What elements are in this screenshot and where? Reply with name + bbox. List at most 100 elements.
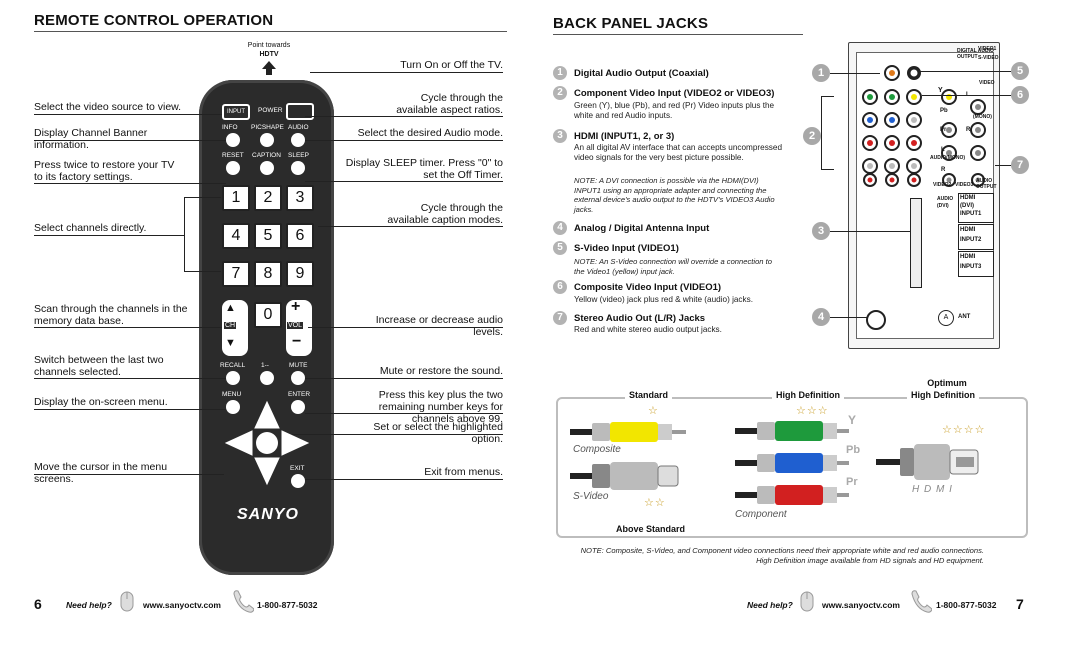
- callout-info: Display Channel Banner information.: [34, 127, 148, 151]
- component-y-label: Y: [848, 413, 857, 427]
- panel-hdmi2-label: HDMI: [960, 227, 976, 233]
- callout-line: [305, 413, 503, 414]
- callout-line: [34, 114, 222, 115]
- item-body: Green (Y), blue (Pb), and red (Pr) Video…: [574, 101, 775, 120]
- key-9[interactable]: 9: [286, 261, 314, 287]
- svideo-label: S-Video: [573, 491, 609, 502]
- panel-audio-output-label: AUDIO OUTPUT: [976, 178, 997, 190]
- key-4[interactable]: 4: [222, 223, 250, 249]
- item-number: 1: [553, 66, 567, 80]
- panel-svideo-label: S-VIDEO: [978, 55, 999, 61]
- page-title-jacks: BACK PANEL JACKS: [553, 15, 709, 32]
- panel-video1-label: VIDEO1: [978, 46, 997, 52]
- picshape-button[interactable]: [260, 133, 274, 147]
- power-button[interactable]: [286, 103, 314, 120]
- phone-icon: [233, 590, 254, 613]
- composite-label: Composite: [573, 444, 621, 455]
- arrow-up-icon: [262, 61, 276, 75]
- audio-button[interactable]: [291, 133, 305, 147]
- key-3[interactable]: 3: [286, 185, 314, 211]
- item-title: Analog / Digital Antenna Input: [574, 223, 710, 234]
- callout-line: [830, 317, 868, 318]
- website-left[interactable]: www.sanyoctv.com: [143, 600, 221, 610]
- hdmi-label: H D M I: [912, 484, 953, 495]
- key-1[interactable]: 1: [222, 185, 250, 211]
- standard-label: Standard: [625, 390, 673, 400]
- item-title: Component Video Input (VIDEO2 or VIDEO3): [574, 88, 775, 99]
- picshape-label: PICSHAPE: [251, 124, 284, 131]
- dpad[interactable]: [222, 398, 312, 488]
- panel-r-label: R: [966, 127, 971, 133]
- panel-input3-label: INPUT3: [960, 264, 982, 270]
- mouse-icon: [800, 591, 814, 612]
- callout-reset: Press twice to restore your TV to its fa…: [34, 159, 175, 183]
- info-button[interactable]: [226, 133, 240, 147]
- menu-button[interactable]: [226, 400, 240, 414]
- dpad-left-icon: [224, 430, 253, 456]
- phone-left[interactable]: 1-800-877-5032: [257, 600, 318, 610]
- panel-audio-label: AUDIO: [937, 196, 954, 202]
- key-7[interactable]: 7: [222, 261, 250, 287]
- website-right[interactable]: www.sanyoctv.com: [822, 600, 900, 610]
- panel-video3-label: VIDEO3: [955, 182, 974, 188]
- dash-button[interactable]: [260, 371, 274, 385]
- callout-line: [830, 73, 880, 74]
- panel-callout-2: 2: [803, 127, 821, 145]
- enter-label: ENTER: [288, 391, 311, 398]
- key-6[interactable]: 6: [286, 223, 314, 249]
- mute-button[interactable]: [291, 371, 305, 385]
- panel-input1-label: INPUT1: [960, 211, 982, 217]
- item-note: NOTE: A DVI connection is possible via t…: [574, 176, 775, 214]
- reset-label: RESET: [222, 152, 244, 159]
- callout-exit: Exit from menus.: [424, 466, 503, 478]
- ch-down-icon: ▼: [225, 337, 236, 349]
- menu-label: MENU: [222, 391, 242, 398]
- item-title: Composite Video Input (VIDEO1): [574, 282, 722, 293]
- callout-line: [34, 327, 222, 328]
- recall-button[interactable]: [226, 371, 240, 385]
- panel-callout-4: 4: [812, 308, 830, 326]
- enter-button[interactable]: [291, 400, 305, 414]
- power-label: POWER: [258, 107, 283, 114]
- bottom-note: NOTE: Composite, S-Video, and Component …: [580, 546, 984, 565]
- item-body: Red and white stereo audio output jacks.: [574, 325, 722, 334]
- title-rule: [34, 31, 507, 32]
- component-label: Component: [735, 509, 787, 520]
- callout-input: Select the video source to view.: [34, 101, 182, 113]
- panel-pb-label: Pb: [940, 108, 948, 114]
- page-number-left: 6: [34, 596, 42, 612]
- sleep-button[interactable]: [291, 161, 305, 175]
- item-title: Digital Audio Output (Coaxial): [574, 68, 709, 79]
- callout-line: [34, 378, 226, 379]
- ant-icon: A: [938, 310, 954, 326]
- need-help-left: Need help?: [66, 600, 112, 610]
- panel-callout-1: 1: [812, 64, 830, 82]
- info-label: INFO: [222, 124, 238, 131]
- panel-hdmi1-label: HDMI: [960, 195, 976, 201]
- callout-recall: Switch between the last two channels sel…: [34, 354, 164, 378]
- optimum-label: Optimum: [927, 378, 967, 388]
- key-5[interactable]: 5: [254, 223, 282, 249]
- panel-dvi1-label: (DVI): [960, 203, 974, 209]
- callout-line: [922, 95, 1011, 96]
- key-2[interactable]: 2: [254, 185, 282, 211]
- caption-button[interactable]: [260, 161, 274, 175]
- panel-digital-audio-label: DIGITAL AUDIO OUTPUT: [957, 48, 994, 60]
- exit-button[interactable]: [291, 474, 305, 488]
- callout-line: [308, 327, 503, 328]
- title-rule: [553, 34, 803, 35]
- item-title: Stereo Audio Out (L/R) Jacks: [574, 313, 706, 324]
- key-8[interactable]: 8: [254, 261, 282, 287]
- item-number: 3: [553, 129, 567, 143]
- vol-down-icon: −: [292, 333, 302, 350]
- input-button[interactable]: INPUT: [222, 104, 250, 120]
- phone-right[interactable]: 1-800-877-5032: [936, 600, 997, 610]
- panel-callout-6: 6: [1011, 86, 1029, 104]
- reset-button[interactable]: [226, 161, 240, 175]
- callout-bracket: [821, 96, 834, 170]
- item-number: 4: [553, 221, 567, 235]
- callout-line: [920, 71, 1011, 72]
- item-title: S-Video Input (VIDEO1): [574, 243, 679, 254]
- key-0[interactable]: 0: [254, 302, 282, 328]
- panel-callout-5: 5: [1011, 62, 1029, 80]
